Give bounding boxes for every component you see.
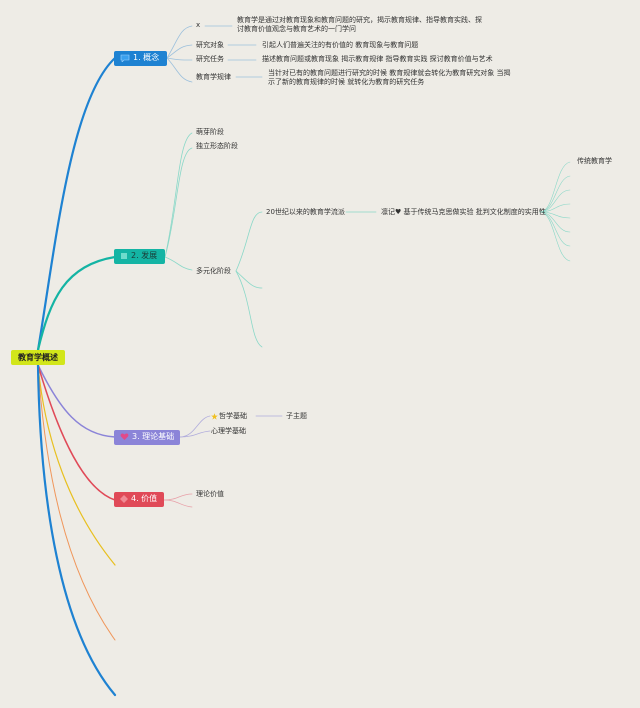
concept-law-detail[interactable]: 当针对已有的教育问题进行研究的时候 教育规律就会转化为教育研究对象 当揭示了新的… (268, 69, 511, 86)
branch-concept-label: 1. 概念 (133, 53, 160, 62)
theory-psychology[interactable]: 心理学基础 (211, 427, 246, 435)
dev-stage-sprout[interactable]: 萌芽阶段 (196, 128, 224, 136)
branch-concept[interactable]: 1. 概念 (114, 51, 167, 66)
branch-line-theory (37, 364, 116, 438)
tag-icon (121, 252, 127, 259)
value-theory[interactable]: 理论价值 (196, 490, 224, 498)
chat-bubble-icon (120, 54, 130, 62)
branch-theory-label: 3. 理论基础 (132, 432, 175, 441)
concept-research-task[interactable]: 研究任务 (196, 55, 224, 63)
branch-value-label: 4. 价值 (131, 494, 158, 503)
branch-line-empty-2 (37, 364, 116, 641)
theory-philosophy-label: 哲学基础 (219, 412, 247, 420)
concept-definition[interactable]: 教育学是通过对教育现象和教育问题的研究，揭示教育规律、指导教育实践、探讨教育价值… (237, 16, 482, 33)
dev-stage-diverse[interactable]: 多元化阶段 (196, 267, 231, 275)
heart-icon (120, 433, 129, 440)
branch-development-label: 2. 发展 (131, 251, 158, 260)
dev-stage-independent[interactable]: 独立形态阶段 (196, 142, 238, 150)
theory-philosophy[interactable]: 哲学基础 (211, 412, 247, 421)
branch-line-empty-1 (37, 364, 116, 566)
branch-value[interactable]: 4. 价值 (114, 492, 164, 507)
concept-law[interactable]: 教育学规律 (196, 73, 231, 81)
concept-research-object[interactable]: 研究对象 (196, 41, 224, 49)
branch-theory[interactable]: 3. 理论基础 (114, 430, 180, 445)
star-icon (211, 412, 218, 420)
root-topic[interactable]: 教育学概述 (11, 350, 65, 365)
branch-line-empty-3 (36, 363, 117, 697)
concept-research-object-detail[interactable]: 引起人们普遍关注的有价值的 教育现象与教育问题 (262, 41, 419, 49)
branch-line-concept (36, 56, 117, 352)
dev-traditional[interactable]: 传统教育学 (577, 157, 612, 165)
concept-x-label[interactable]: x (196, 21, 201, 29)
diamond-icon (120, 494, 128, 503)
dev-school[interactable]: 20世纪以来的教育学流派 (266, 208, 345, 216)
branch-development[interactable]: 2. 发展 (114, 249, 165, 264)
branch-line-value (37, 364, 116, 501)
theory-subtopic[interactable]: 子主题 (286, 412, 307, 420)
concept-research-task-detail[interactable]: 描述教育问题或教育现象 揭示教育规律 指导教育实践 探讨教育价值与艺术 (262, 55, 493, 63)
branch-line-development (36, 255, 117, 352)
dev-critical-pedagogy[interactable]: 凛记♥ 基于传统马克思做实验 批判文化制度的实用性 (381, 208, 546, 216)
